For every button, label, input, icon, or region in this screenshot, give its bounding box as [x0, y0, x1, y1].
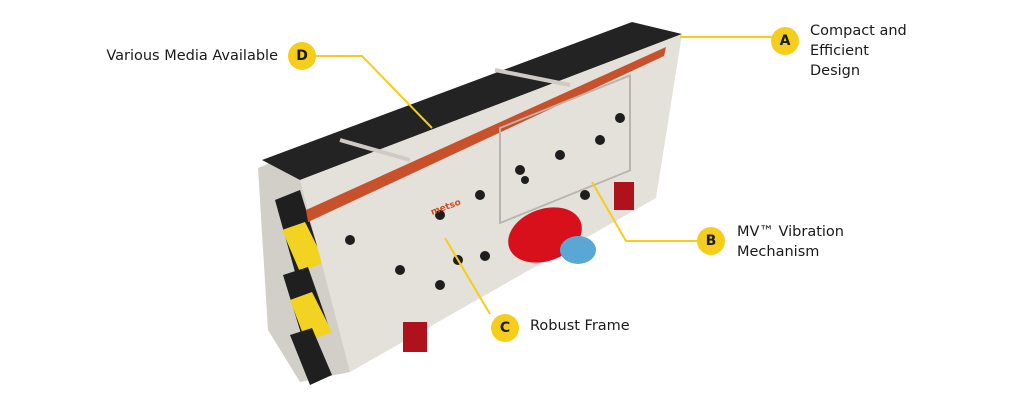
label-line: Efficient [810, 43, 869, 59]
callout-lines [316, 36, 772, 315]
callout-badge-d: D [288, 42, 316, 70]
deck-media-upper [282, 222, 325, 272]
callout-label-a: Compact and Efficient Design [810, 21, 907, 81]
deck-lower [290, 328, 332, 385]
cross-beam [339, 138, 411, 162]
top-deck [262, 22, 682, 180]
access-door [499, 74, 631, 225]
deck-media-middle [290, 292, 332, 342]
callout-badge-a: A [771, 27, 799, 55]
callout-badge-c: C [491, 314, 519, 342]
label-line: Compact and [810, 23, 907, 39]
label-line: Robust Frame [530, 318, 630, 334]
side-panel [300, 34, 682, 372]
cross-beam [494, 68, 571, 87]
orange-stripe [306, 47, 666, 222]
label-line: Mechanism [737, 244, 820, 260]
spring-front [403, 322, 427, 352]
label-line: MV™ Vibration [737, 224, 844, 240]
callout-badge-b: B [697, 227, 725, 255]
callout-label-c: Robust Frame [530, 316, 630, 336]
callout-label-b: MV™ Vibration Mechanism [737, 222, 844, 262]
callout-label-d: Various Media Available [106, 46, 278, 66]
label-line: Design [810, 63, 861, 79]
label-line: Various Media Available [106, 48, 278, 64]
motor [560, 236, 596, 264]
spring-rear [614, 182, 634, 210]
